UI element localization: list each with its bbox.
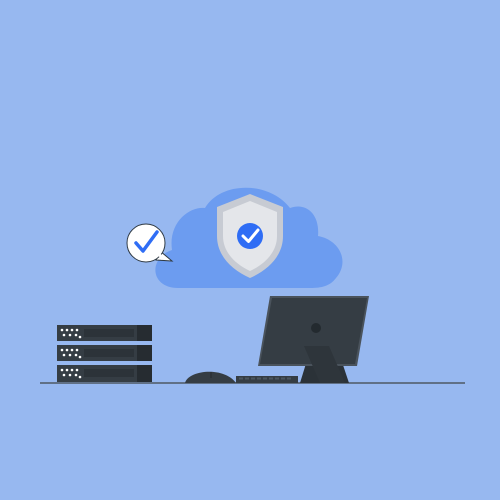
speech-bubble-icon [126, 223, 174, 263]
computer-monitor-icon [258, 296, 369, 383]
shield-check-badge [237, 223, 263, 249]
bubble-checkmark-icon [134, 230, 159, 253]
keyboard-icon [236, 376, 298, 383]
monitor-logo [311, 323, 321, 333]
server-unit [57, 365, 152, 382]
mouse-icon [185, 371, 236, 383]
checkmark-icon [241, 228, 260, 243]
security-shield-icon [217, 194, 283, 278]
server-rack-icon [57, 325, 152, 382]
server-unit [57, 345, 152, 361]
server-unit [57, 325, 152, 341]
